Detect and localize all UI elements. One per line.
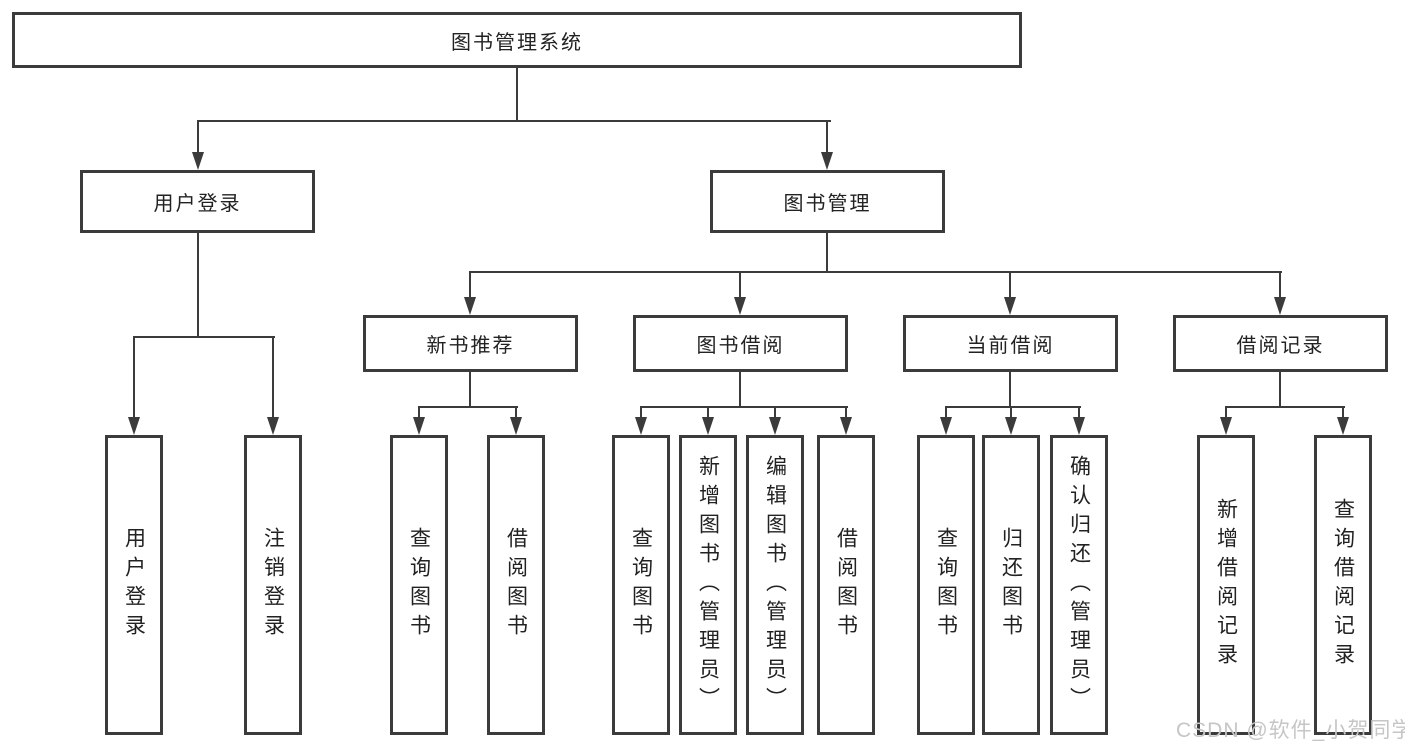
connector-v <box>1009 271 1011 299</box>
connector-v <box>469 271 471 299</box>
leaf-label: 归还图书 <box>999 527 1023 643</box>
leaf-node-logout: 注销登录 <box>244 435 302 735</box>
section-node-current-borrowing: 当前借阅 <box>903 315 1118 372</box>
arrow-down-icon <box>1005 417 1017 435</box>
leaf-label: 查询借阅记录 <box>1331 498 1355 672</box>
connector-v <box>1078 406 1080 419</box>
connector-v <box>774 406 776 419</box>
leaf-label: 查询图书 <box>407 527 431 643</box>
arrow-down-icon <box>413 417 425 435</box>
connector-v <box>707 406 709 419</box>
arrow-down-icon <box>267 417 279 435</box>
connector-v <box>945 406 947 419</box>
leaf-node-confirm-return-admin: 确认归还（管理员） <box>1050 435 1108 735</box>
connector-v <box>1279 372 1281 408</box>
leaf-label: 编辑图书（管理员） <box>763 454 787 716</box>
connector-h <box>469 271 1282 273</box>
arrow-down-icon <box>1337 417 1349 435</box>
connector-v <box>1279 271 1281 299</box>
leaf-node-borrow-books: 借阅图书 <box>487 435 545 735</box>
connector-v <box>469 372 471 408</box>
connector-h <box>197 120 831 122</box>
arrow-down-icon <box>192 152 204 170</box>
leaf-label: 查询图书 <box>629 527 653 643</box>
connector-v <box>418 406 420 419</box>
connector-v <box>515 406 517 419</box>
root-node-library-system: 图书管理系统 <box>12 12 1022 68</box>
leaf-label: 确认归还（管理员） <box>1067 454 1091 716</box>
arrow-down-icon <box>840 417 852 435</box>
leaf-label: 查询图书 <box>934 527 958 643</box>
connector-v <box>739 271 741 299</box>
arrow-down-icon <box>821 152 833 170</box>
connector-v <box>1225 406 1227 419</box>
leaf-label: 用户登录 <box>122 527 146 643</box>
connector-v <box>197 120 199 154</box>
connector-h <box>418 406 518 408</box>
leaf-node-edit-books-admin: 编辑图书（管理员） <box>746 435 804 735</box>
leaf-label: 借阅图书 <box>504 527 528 643</box>
arrow-down-icon <box>769 417 781 435</box>
arrow-down-icon <box>1220 417 1232 435</box>
leaf-node-add-books-admin: 新增图书（管理员） <box>679 435 737 735</box>
arrow-down-icon <box>702 417 714 435</box>
leaf-node-user-login: 用户登录 <box>105 435 163 735</box>
leaf-node-borrow-books: 借阅图书 <box>817 435 875 735</box>
leaf-label: 新增借阅记录 <box>1214 498 1238 672</box>
leaf-label: 借阅图书 <box>834 527 858 643</box>
leaf-node-query-borrow-record: 查询借阅记录 <box>1314 435 1372 735</box>
connector-v <box>272 336 274 419</box>
section-node-book-borrowing: 图书借阅 <box>633 315 848 372</box>
arrow-down-icon <box>940 417 952 435</box>
leaf-label: 注销登录 <box>261 527 285 643</box>
arrow-down-icon <box>128 417 140 435</box>
leaf-label: 新增图书（管理员） <box>696 454 720 716</box>
arrow-down-icon <box>1004 297 1016 315</box>
section-node-new-book-recommend: 新书推荐 <box>363 315 578 372</box>
arrow-down-icon <box>1274 297 1286 315</box>
leaf-node-query-books: 查询图书 <box>917 435 975 735</box>
section-node-borrow-records: 借阅记录 <box>1173 315 1388 372</box>
connector-v <box>739 372 741 408</box>
arrow-down-icon <box>1073 417 1085 435</box>
arrow-down-icon <box>510 417 522 435</box>
connector-h <box>640 406 848 408</box>
connector-h <box>1225 406 1345 408</box>
leaf-node-return-books: 归还图书 <box>982 435 1040 735</box>
connector-v <box>640 406 642 419</box>
connector-v <box>826 233 828 273</box>
connector-h <box>945 406 1081 408</box>
arrow-down-icon <box>464 297 476 315</box>
connector-v <box>133 336 135 419</box>
connector-v <box>1342 406 1344 419</box>
connector-v <box>1009 372 1011 408</box>
node-user-login: 用户登录 <box>80 170 315 233</box>
node-book-management: 图书管理 <box>710 170 945 233</box>
leaf-node-query-books: 查询图书 <box>390 435 448 735</box>
leaf-node-add-borrow-record: 新增借阅记录 <box>1197 435 1255 735</box>
csdn-watermark: CSDN @软件_小贺同学 <box>1176 719 1405 742</box>
connector-v <box>1010 406 1012 419</box>
connector-h <box>133 336 275 338</box>
connector-v <box>826 120 828 154</box>
connector-v <box>845 406 847 419</box>
connector-v <box>516 68 518 122</box>
leaf-node-query-books: 查询图书 <box>612 435 670 735</box>
arrow-down-icon <box>635 417 647 435</box>
arrow-down-icon <box>734 297 746 315</box>
connector-v <box>197 233 199 338</box>
